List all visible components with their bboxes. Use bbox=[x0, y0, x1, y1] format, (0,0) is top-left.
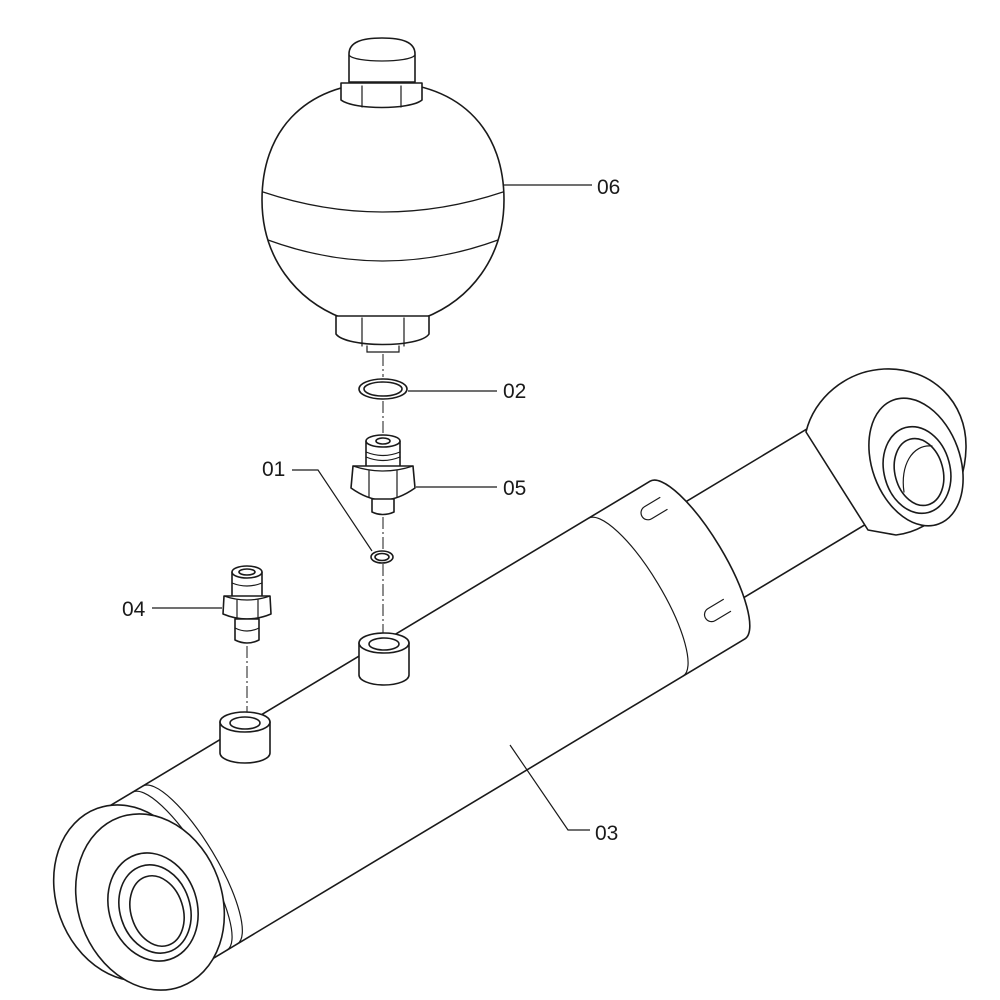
port-boss-right bbox=[358, 632, 410, 686]
adapter-fitting-hex-chamfer bbox=[352, 465, 414, 472]
adapter-fitting-groove bbox=[365, 451, 401, 457]
gland-seam bbox=[587, 516, 689, 677]
accumulator-bottom-stub bbox=[366, 345, 400, 353]
accumulator-band-upper bbox=[262, 191, 504, 213]
callout-05: 05 bbox=[503, 477, 526, 500]
gland-slot-lower bbox=[703, 598, 732, 623]
accumulator-shell bbox=[261, 81, 505, 319]
screw-in-fitting bbox=[222, 565, 272, 644]
o-ring bbox=[358, 378, 408, 400]
callout-04: 04 bbox=[122, 598, 146, 621]
callouts: 06 02 05 01 04 03 bbox=[122, 176, 620, 845]
accumulator-cap bbox=[348, 37, 416, 83]
callout-03: 03 bbox=[595, 822, 618, 845]
port-boss-left-hole bbox=[229, 716, 261, 730]
port-boss-left bbox=[219, 711, 271, 764]
accumulator-bottom-nut bbox=[335, 315, 430, 346]
screw-in-fitting-groove bbox=[231, 582, 263, 587]
barrel-eye bbox=[52, 804, 226, 991]
accumulator-cap-chamfer bbox=[348, 54, 416, 62]
callout-01: 01 bbox=[262, 458, 285, 481]
sealing-washer-inner bbox=[374, 552, 390, 562]
gland-slot-upper bbox=[640, 496, 668, 521]
end-cap-seam-inner bbox=[142, 784, 243, 945]
barrel-eye-bore-inner bbox=[129, 875, 185, 947]
accumulator-top-nut bbox=[340, 82, 423, 109]
adapter-fitting-bore bbox=[375, 437, 391, 445]
rod-eye-bore-inner bbox=[893, 437, 945, 507]
leader-line-01 bbox=[292, 469, 373, 552]
port-boss-right-hole bbox=[368, 637, 400, 651]
sealing-washer bbox=[370, 550, 394, 564]
hydraulic-cylinder bbox=[52, 368, 967, 991]
callout-02: 02 bbox=[503, 380, 526, 403]
screw-in-fitting-bore bbox=[238, 568, 256, 576]
o-ring-inner bbox=[363, 381, 403, 397]
accumulator-band-lower bbox=[267, 239, 499, 262]
port-boss-right-body bbox=[358, 642, 410, 686]
screw-in-fitting-thread-groove bbox=[234, 627, 260, 632]
rod-eye bbox=[805, 368, 967, 536]
leader-line-03 bbox=[509, 744, 590, 831]
adapter-fitting-stub bbox=[371, 498, 395, 516]
screw-in-fitting-hex-chamfer bbox=[223, 595, 271, 601]
accumulator bbox=[261, 37, 505, 353]
assembly-center-lines bbox=[246, 354, 384, 712]
rod-eye-bore-depth bbox=[902, 445, 933, 493]
adapter-fitting bbox=[350, 434, 416, 516]
port-boss-left-body bbox=[219, 721, 271, 764]
adapter-fitting-groove-lower bbox=[365, 456, 401, 462]
callout-06: 06 bbox=[597, 176, 620, 199]
